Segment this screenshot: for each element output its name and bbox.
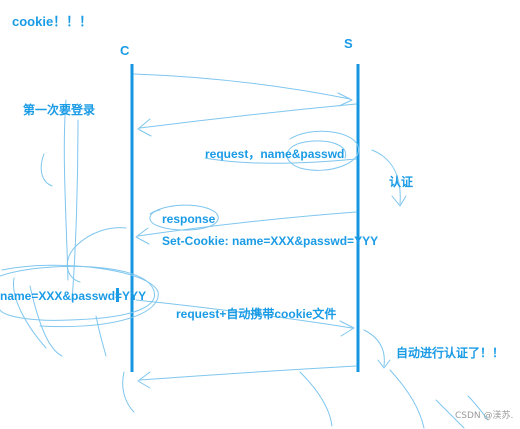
sketch-bottom-4 [435,399,465,429]
page-title: cookie！！！ [12,14,93,29]
auto-auth-curve [363,329,385,367]
set-cookie-label: Set-Cookie: name=XXX&passwd=YYY [162,234,379,248]
sketch-bottom-1 [122,371,135,413]
sketch-bottom-2 [299,371,333,427]
sketch-curve-left-2 [71,119,79,301]
cookie-ellipse-3 [12,277,47,349]
auth-label: 认证 [389,175,414,189]
server-actor-label: S [344,36,353,51]
reply1-arrow [139,103,357,129]
first-login-label: 第一次要登录 [23,103,96,117]
request-label-arrow [204,157,357,164]
response-label-loop [149,204,219,231]
cookie-ellipse-2 [1,264,159,328]
cookie-ellipse-4 [29,285,63,357]
auth-curve [371,149,401,205]
reply1-arrowhead [137,118,152,137]
response-arrowhead [135,227,150,245]
request-label-loop [286,130,360,171]
watermark: CSDN @渼苏. [455,411,514,421]
request2-arrow [135,299,353,329]
auto-auth-arrowhead [377,359,391,369]
sketch-curve-left-5 [95,315,107,357]
reply2-arrow [139,365,357,381]
sketch-curve-left-4 [66,227,127,283]
cursor-mark [116,288,119,302]
sketch-bottom-5 [467,395,489,421]
reply2-arrowhead [137,371,151,389]
request2-arrowhead [339,320,355,337]
response-label: response [162,212,216,226]
response-arrow [137,211,357,237]
auth-arrowhead [391,195,407,207]
client-actor-label: C [120,43,130,58]
sketch-curve-left-1 [63,99,69,281]
request1-label: request，name&passwd [205,147,345,161]
request1-arrow [133,73,351,100]
auto-auth-label: 自动进行认证了！！ [396,346,505,360]
stored-cookie-label: name=XXX&passwd=YYY [0,289,147,303]
sketch-curve-left-3 [40,153,53,187]
request1-arrowhead [337,92,353,107]
sketch-bottom-3 [389,369,425,429]
request2-label: request+自动携带cookie文件 [176,307,337,321]
